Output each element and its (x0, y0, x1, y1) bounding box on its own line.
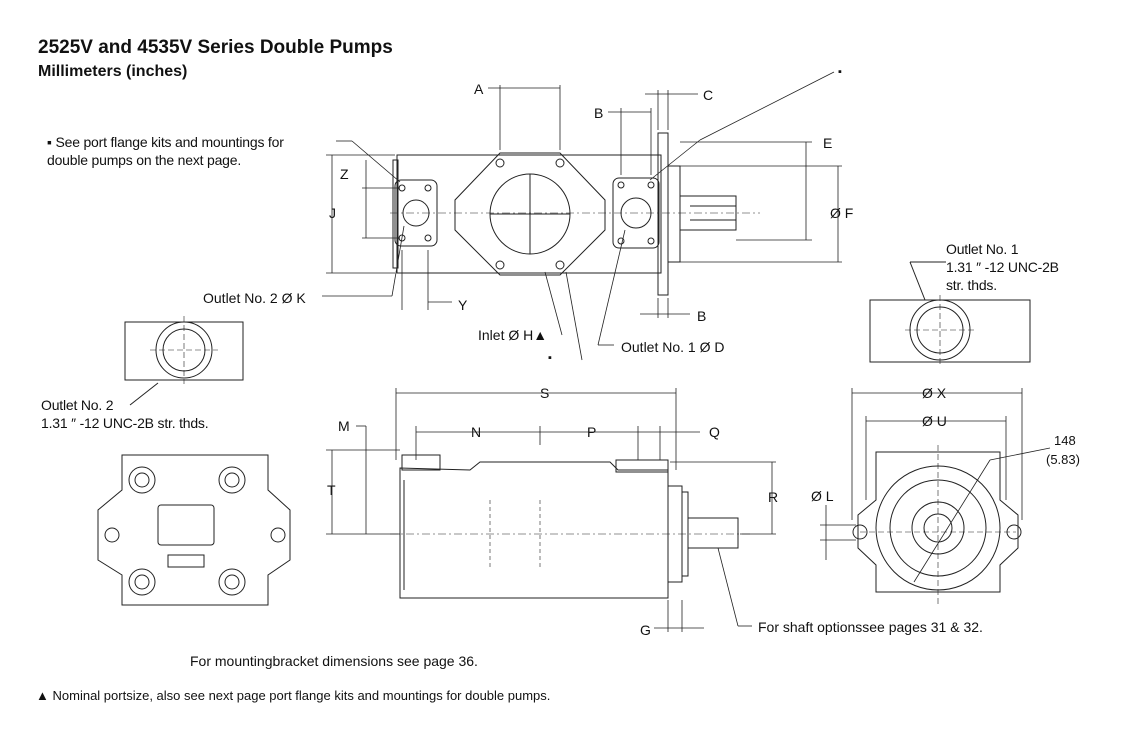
dim-label-g: G (640, 622, 651, 638)
side-view-pump (390, 454, 750, 599)
mounting-bracket-note: For mountingbracket dimensions see page … (190, 653, 478, 669)
outlet2-detail (124, 316, 244, 406)
dim-label-r: R (768, 489, 779, 505)
side-view-dimensions (326, 388, 776, 632)
dim-label-q: Q (709, 424, 720, 440)
end-view-pump (852, 445, 1022, 605)
shaft-options-note: For shaft optionssee pages 31 & 32. (758, 619, 983, 635)
dim-label-z: Z (340, 166, 349, 182)
dim-label-c: C (703, 87, 714, 103)
outlet1-caption: Outlet No. 1 1.31 ″ -12 UNC-2B str. thds… (946, 241, 1059, 293)
dim-label-a: A (474, 81, 484, 97)
nominal-port-note: ▲ Nominal portsize, also see next page p… (36, 688, 551, 703)
outlet1-detail (869, 261, 1031, 365)
bullet-icon: ▪ (838, 66, 842, 78)
dim-label-y: Y (458, 297, 468, 313)
dim-label-e: E (823, 135, 833, 151)
port-flange-note: ▪ See port flange kits and mountings for… (47, 134, 284, 168)
dim-label-h: Inlet Ø H▲ (478, 327, 548, 343)
bullet-icon: ▪ (47, 134, 52, 150)
dim-label-k: Outlet No. 2 Ø K (203, 290, 306, 306)
dim-label-t: T (327, 482, 336, 498)
front-view-left (97, 454, 291, 606)
dim-label-j: J (329, 205, 336, 221)
dim-148: 148 (1054, 433, 1076, 448)
top-view-dimensions (322, 71, 842, 361)
dim-148-inches: (5.83) (1046, 452, 1080, 467)
dim-label-b-top: B (594, 105, 604, 121)
triangle-icon: ▲ (36, 688, 49, 703)
end-view-dimensions (820, 388, 1051, 583)
dim-label-m: M (338, 418, 350, 434)
page-title: 2525V and 4535V Series Double Pumps (38, 37, 393, 58)
dim-label-f: Ø F (830, 205, 854, 221)
dim-label-b-bottom: B (697, 308, 707, 324)
page-subtitle: Millimeters (inches) (38, 63, 188, 80)
triangle-icon: ▲ (533, 327, 548, 343)
bullet-icon: ▪ (548, 352, 552, 364)
dim-label-l: Ø L (811, 488, 834, 504)
outlet2-caption: Outlet No. 2 1.31 ″ -12 UNC-2B str. thds… (41, 397, 209, 431)
dim-label-d: Outlet No. 1 Ø D (621, 339, 725, 355)
top-view-pump (390, 132, 760, 296)
